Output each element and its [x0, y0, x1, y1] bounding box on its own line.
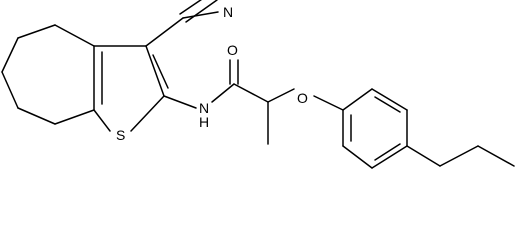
nitrile-nitrogen-label: N — [223, 4, 233, 20]
bond — [211, 83, 235, 103]
propyl-chain — [406, 145, 515, 167]
bond — [54, 109, 95, 125]
ether-oxygen-label: O — [297, 90, 308, 106]
bond — [371, 88, 408, 111]
bond — [182, 11, 219, 19]
bond — [342, 88, 373, 111]
bond — [163, 95, 197, 109]
benzene-ring — [342, 88, 408, 169]
bond — [267, 88, 295, 103]
bond — [374, 96, 401, 113]
bond — [145, 45, 165, 97]
carbonyl-oxygen-label: O — [227, 42, 238, 58]
bond — [179, 0, 203, 15]
nitrile-group — [145, 0, 219, 47]
bond — [374, 143, 401, 161]
bond — [54, 24, 95, 47]
bond — [406, 145, 441, 167]
thiophene-sulfur-label: S — [116, 127, 125, 143]
bond — [1, 37, 19, 73]
molecule-structure: N S N H O O — [1, 0, 515, 169]
bond — [185, 0, 218, 23]
amide-nitrogen-label: N — [199, 100, 209, 116]
bond — [130, 95, 165, 132]
cycloheptane-ring — [1, 24, 95, 125]
bond — [439, 145, 479, 167]
amide-hydrogen-label: H — [199, 114, 209, 130]
bond — [371, 145, 408, 169]
bond — [152, 54, 169, 89]
bond — [93, 109, 111, 132]
bond — [145, 17, 184, 47]
bond — [233, 83, 269, 103]
bond — [342, 145, 373, 169]
bond — [313, 95, 344, 111]
amide-group — [163, 59, 269, 109]
bond — [1, 71, 19, 109]
bond — [17, 107, 56, 125]
bond — [477, 145, 515, 167]
bond — [17, 24, 56, 39]
thiophene-ring — [93, 45, 169, 132]
propanoyl-chain — [267, 88, 344, 145]
